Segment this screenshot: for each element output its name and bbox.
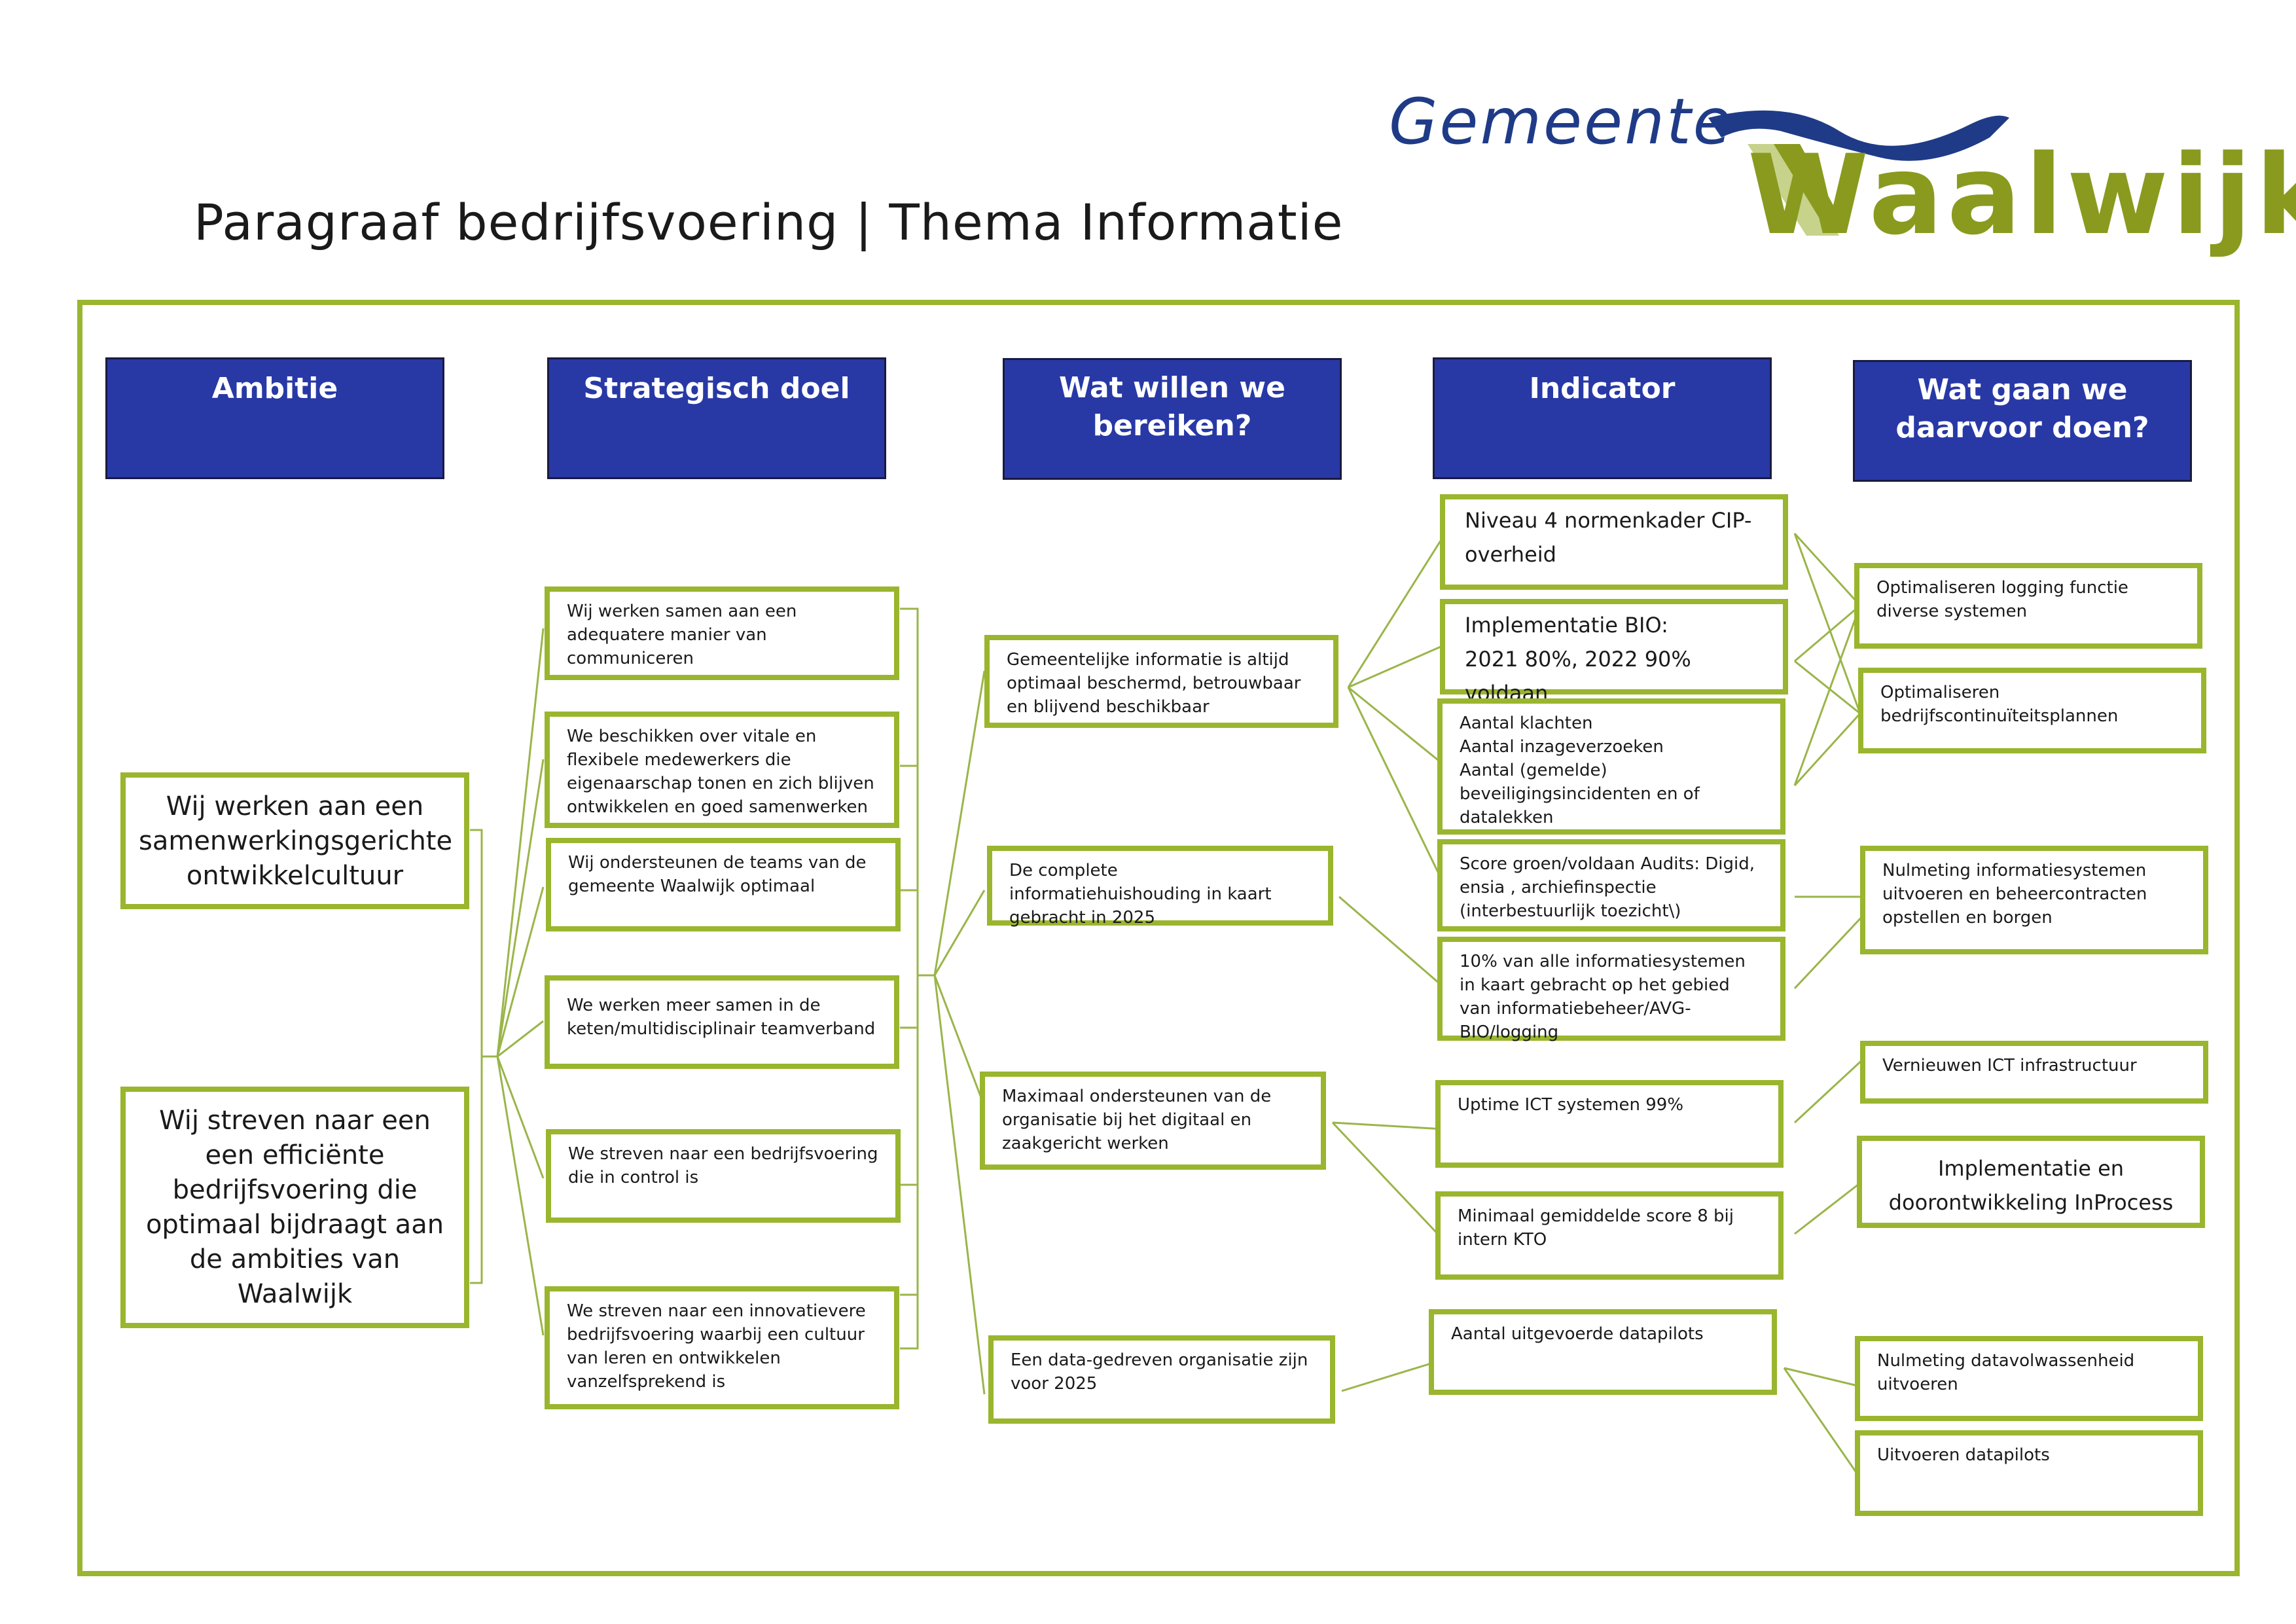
bereiken-box-2: De complete informatiehuishouding in kaa… xyxy=(987,846,1333,928)
indicator-box-6: Uptime ICT systemen 99% xyxy=(1435,1080,1784,1168)
ambitie-box-1: Wij werken aan een samenwerkingsgerichte… xyxy=(120,772,469,909)
doen-box-5: Implementatie en doorontwikkeling InProc… xyxy=(1857,1136,2205,1228)
strategisch-doel-box-1: Wij werken samen aan een adequatere mani… xyxy=(545,586,899,680)
doen-box-7: Uitvoeren datapilots xyxy=(1855,1430,2203,1516)
strategisch-doel-box-2: We beschikken over vitale en flexibele m… xyxy=(545,712,899,828)
strategisch-doel-box-5: We streven naar een bedrijfsvoering die … xyxy=(546,1129,901,1223)
logo-text-gemeente: Gemeente xyxy=(1389,85,1734,158)
strategisch-doel-box-4: We werken meer samen in de keten/multidi… xyxy=(545,975,899,1069)
indicator-box-7: Minimaal gemiddelde score 8 bij intern K… xyxy=(1435,1191,1784,1280)
diagram-frame xyxy=(77,300,2240,1576)
doen-box-4: Vernieuwen ICT infrastructuur xyxy=(1860,1041,2208,1104)
indicator-box-3: Aantal klachten Aantal inzageverzoeken A… xyxy=(1437,698,1785,835)
indicator-box-5: 10% van alle informatiesystemen in kaart… xyxy=(1437,937,1785,1042)
indicator-box-1: Niveau 4 normenkader CIP-overheid xyxy=(1440,494,1788,590)
doen-box-6: Nulmeting datavolwassenheid uitvoeren xyxy=(1855,1336,2203,1421)
logo-text-waalwijk: Waalwijk xyxy=(1748,131,2296,259)
strategisch-doel-box-3: Wij ondersteunen de teams van de gemeent… xyxy=(546,838,901,931)
logo-wave-icon xyxy=(1708,110,2009,236)
ambitie-box-2: Wij streven naar een een efficiënte bedr… xyxy=(120,1087,469,1328)
indicator-box-8: Aantal uitgevoerde datapilots xyxy=(1429,1309,1777,1395)
indicator-box-4: Score groen/voldaan Audits: Digid, ensia… xyxy=(1437,839,1785,931)
header-ambitie: Ambitie xyxy=(105,357,444,479)
bereiken-box-1: Gemeentelijke informatie is altijd optim… xyxy=(984,635,1338,728)
doen-box-1: Optimaliseren logging functie diverse sy… xyxy=(1854,563,2202,649)
bereiken-box-4: Een data-gedreven organisatie zijn voor … xyxy=(988,1335,1335,1424)
strategisch-doel-box-6: We streven naar een innovatievere bedrij… xyxy=(545,1286,899,1409)
header-wat-gaan-we-daarvoor-doen: Wat gaan we daarvoor doen? xyxy=(1853,360,2192,482)
header-wat-willen-we-bereiken: Wat willen we bereiken? xyxy=(1003,358,1342,480)
indicator-box-2: Implementatie BIO: 2021 80%, 2022 90% vo… xyxy=(1440,599,1788,706)
bereiken-box-3: Maximaal ondersteunen van de organisatie… xyxy=(980,1072,1326,1170)
gemeente-waalwijk-logo: Gemeente Waalwijk xyxy=(1381,85,2296,268)
page-title: Paragraaf bedrijfsvoering | Thema Inform… xyxy=(194,193,1344,251)
header-indicator: Indicator xyxy=(1433,357,1772,479)
doen-box-3: Nulmeting informatiesystemen uitvoeren e… xyxy=(1860,846,2208,954)
header-strategisch-doel: Strategisch doel xyxy=(547,357,886,479)
doen-box-2: Optimaliseren bedrijfscontinuïteitsplann… xyxy=(1858,668,2206,753)
